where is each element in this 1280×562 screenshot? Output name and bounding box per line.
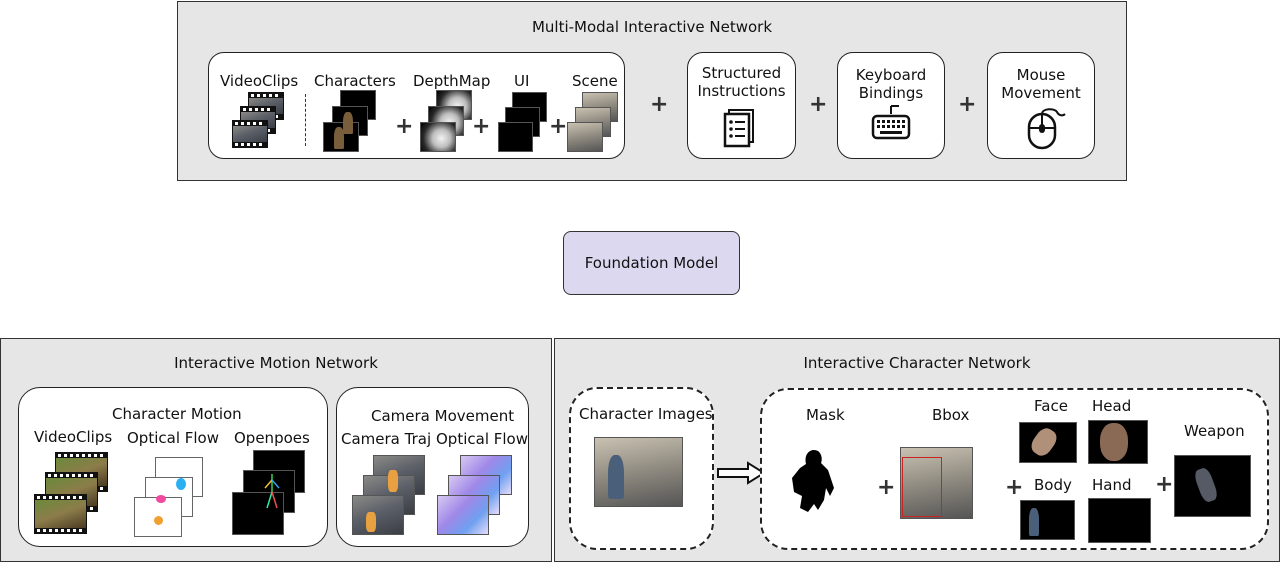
- document-list-icon: [723, 109, 754, 148]
- character-motion-title: Character Motion: [112, 405, 242, 423]
- videoclips-label: VideoClips: [220, 72, 299, 90]
- body-label: Body: [1034, 476, 1072, 494]
- characters-label: Characters: [314, 72, 396, 90]
- depthmap-frame: [420, 122, 456, 152]
- videoclip-frame: [232, 120, 268, 148]
- divider-line: [305, 94, 306, 146]
- depthmap-label: DepthMap: [413, 72, 491, 90]
- bbox-label: Bbox: [932, 406, 970, 424]
- structured-instructions-label: Structured Instructions: [697, 64, 786, 100]
- plus-icon: +: [650, 92, 669, 117]
- character-figure: [608, 455, 624, 499]
- camera-traj-figure: [366, 512, 376, 532]
- ui-frame: [498, 122, 533, 152]
- camera-traj-frame: [352, 495, 404, 535]
- camera-traj-figure: [388, 470, 398, 492]
- mouse-movement-label: Mouse Movement: [1001, 66, 1081, 102]
- camera-movement-title: Camera Movement: [371, 407, 515, 425]
- character-figure: [343, 112, 353, 134]
- optical-flow-frame: [134, 497, 182, 537]
- foundation-model-box: Foundation Model: [563, 231, 740, 295]
- videoclips-label: VideoClips: [34, 428, 113, 446]
- head-crop: [1100, 423, 1128, 461]
- camera-traj-label: Camera Traj: [341, 430, 432, 448]
- face-label: Face: [1034, 397, 1068, 415]
- camera-optical-flow-label: Optical Flow: [436, 430, 528, 448]
- plus-icon: +: [1155, 472, 1174, 497]
- bbox-rectangle: [902, 457, 942, 517]
- scene-frame: [567, 122, 603, 152]
- pose-skeleton: [264, 474, 280, 509]
- openpoes-label: Openpoes: [234, 429, 310, 447]
- head-label: Head: [1092, 397, 1132, 415]
- camera-flow-frame: [437, 495, 489, 535]
- body-crop: [1029, 508, 1039, 536]
- openpose-frame: [232, 492, 284, 535]
- panel-title: Interactive Motion Network: [174, 354, 378, 372]
- hollow-arrow-icon: [717, 461, 766, 485]
- plus-icon: +: [472, 114, 491, 139]
- mouse-icon: [1027, 108, 1066, 150]
- panel-title: Multi-Modal Interactive Network: [531, 18, 773, 36]
- videoclip-frame: [34, 494, 87, 534]
- keyboard-bindings-label: Keyboard Bindings: [855, 66, 927, 102]
- ui-label: UI: [514, 72, 530, 90]
- foundation-model-label: Foundation Model: [584, 254, 719, 272]
- character-images-box: [569, 387, 714, 550]
- plus-icon: +: [958, 92, 977, 117]
- weapon-label: Weapon: [1184, 422, 1245, 440]
- character-figure: [334, 127, 344, 149]
- plus-icon: +: [1005, 475, 1024, 500]
- flow-blob: [176, 478, 186, 490]
- plus-icon: +: [549, 114, 568, 139]
- panel-title: Interactive Character Network: [803, 354, 1031, 372]
- keyboard-icon: [871, 105, 911, 140]
- plus-icon: +: [809, 92, 828, 117]
- plus-icon: +: [877, 475, 896, 500]
- scene-label: Scene: [572, 72, 618, 90]
- flow-blob: [156, 495, 166, 503]
- flow-blob: [154, 516, 163, 525]
- optical-flow-label: Optical Flow: [127, 429, 219, 447]
- mask-label: Mask: [806, 406, 845, 424]
- mask-silhouette: [792, 450, 834, 512]
- hand-image: [1088, 498, 1151, 543]
- hand-label: Hand: [1092, 476, 1132, 494]
- character-images-label: Character Images: [579, 405, 713, 423]
- plus-icon: +: [395, 114, 414, 139]
- bbox-image: [900, 447, 973, 519]
